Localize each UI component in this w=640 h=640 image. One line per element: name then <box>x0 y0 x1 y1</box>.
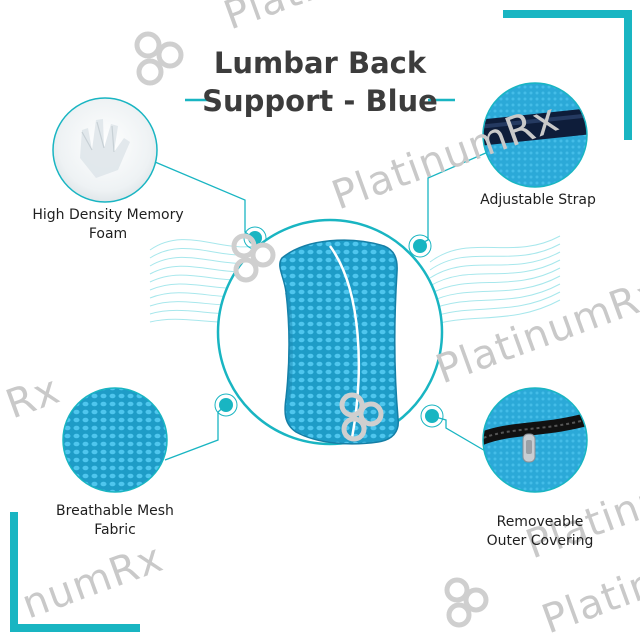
feature-memory-foam-line-2: Foam <box>88 226 128 242</box>
memory-foam-photo <box>53 98 157 202</box>
platinumrx-logo-icon <box>134 31 489 628</box>
breathable-mesh-photo <box>63 388 167 492</box>
feature-outer-covering-line-1: Removeable <box>496 514 584 530</box>
corner-bracket-bottom-left <box>10 512 140 632</box>
feature-adjustable-strap-line-1: Adjustable Strap <box>480 192 596 208</box>
product-title-line-2: Support - Blue <box>202 84 438 118</box>
zipper-cover-photo <box>483 388 587 492</box>
feature-outer-covering-label: Removeable Outer Covering <box>470 513 610 551</box>
feature-adjustable-strap-label: Adjustable Strap <box>468 191 608 210</box>
feature-memory-foam-line-1: High Density Memory <box>32 207 184 223</box>
feature-memory-foam-label: High Density Memory Foam <box>18 206 198 244</box>
adjustable-strap-photo <box>483 83 587 187</box>
feature-breathable-mesh-line-1: Breathable Mesh <box>56 503 174 519</box>
product-title: Lumbar Back Support - Blue <box>150 44 490 120</box>
feature-outer-covering-line-2: Outer Covering <box>486 533 594 549</box>
feature-breathable-mesh-label: Breathable Mesh Fabric <box>40 502 190 540</box>
feature-breathable-mesh-line-2: Fabric <box>94 522 136 538</box>
product-title-line-1: Lumbar Back <box>213 46 427 80</box>
corner-bracket-top-right <box>503 10 632 140</box>
